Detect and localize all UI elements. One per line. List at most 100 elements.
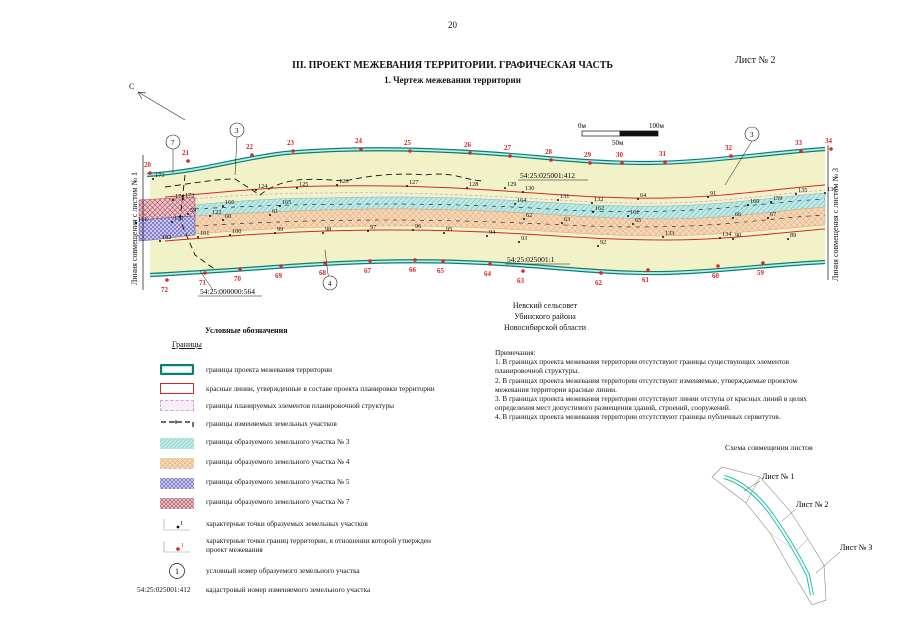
parcel-point-173[interactable]: 173 [152, 172, 164, 180]
boundary-point-label: 28 [545, 148, 553, 156]
boundary-point-label: 68 [319, 269, 327, 277]
boundary-point-label: 66 [409, 266, 417, 274]
parcel-point-165[interactable]: 165 [279, 199, 291, 207]
parcel-point-label: 174 [175, 193, 185, 200]
boundary-point-69[interactable]: 69 [275, 264, 283, 280]
boundary-point-68[interactable]: 68 [319, 261, 327, 277]
parcel-point-96[interactable]: 96 [412, 223, 421, 231]
parcel-point-126[interactable]: 126 [336, 178, 348, 186]
parcel-point-97[interactable]: 97 [367, 224, 376, 232]
parcel-point-101[interactable]: 101 [197, 230, 209, 238]
parcel-point-60[interactable]: 60 [222, 213, 231, 221]
parcel-point-174[interactable]: 174 [172, 193, 185, 201]
parcel-point-128[interactable]: 128 [466, 181, 478, 189]
boundary-point-22[interactable]: 22 [246, 143, 254, 157]
boundary-point-label: 34 [825, 137, 833, 145]
parcel-point-173[interactable]: 173 [182, 192, 194, 200]
parcel-point-label: 93 [521, 235, 527, 242]
parcel-point-131[interactable]: 131 [557, 193, 569, 201]
boundary-point-24[interactable]: 24 [355, 137, 363, 151]
boundary-point-70[interactable]: 70 [234, 267, 242, 283]
boundary-point-63[interactable]: 63 [517, 269, 525, 285]
legend-text: характерные точки границ территории, в о… [206, 536, 431, 554]
parcel-point-93[interactable]: 93 [518, 235, 527, 243]
parcel-point-162[interactable]: 162 [592, 205, 604, 213]
legend-text: характерные точки образуемых земельных у… [206, 518, 368, 528]
parcel-point-130[interactable]: 130 [522, 185, 534, 193]
parcel-point-89[interactable]: 89 [787, 232, 796, 240]
boundary-point-25[interactable]: 25 [404, 139, 412, 153]
boundary-point-26[interactable]: 26 [464, 141, 472, 155]
parcel-point-164[interactable]: 164 [514, 197, 527, 205]
parcel-point-160[interactable]: 160 [747, 198, 759, 206]
parcel-point-65[interactable]: 65 [632, 217, 641, 225]
boundary-point-59[interactable]: 59 [757, 261, 765, 277]
parcel-point-66[interactable]: 66 [732, 211, 741, 219]
legend-point-number: 1 [180, 521, 183, 527]
boundary-point-67[interactable]: 67 [364, 259, 372, 275]
parcel-point-label: 160 [750, 198, 759, 205]
changed-parcel-boundary-south [194, 214, 826, 228]
project-boundary-south-inner [149, 260, 826, 276]
boundary-point-72[interactable]: 72 [161, 278, 169, 294]
parcel-number-3[interactable]: 3 [724, 126, 760, 186]
boundary-point-33[interactable]: 33 [795, 139, 803, 153]
boundary-point-34[interactable]: 34 [825, 137, 833, 151]
boundary-point-64[interactable]: 64 [484, 262, 492, 278]
parcel-point-label: 128 [469, 181, 478, 188]
parcel-point-135[interactable]: 135 [795, 187, 807, 195]
parcel-point-99[interactable]: 99 [274, 226, 283, 234]
boundary-point-61[interactable]: 61 [642, 268, 650, 284]
parcel-point-136[interactable]: 136 [824, 186, 836, 194]
parcel-point-94[interactable]: 94 [486, 229, 496, 237]
parcel-number-4[interactable]: 4 [322, 249, 338, 291]
boundary-point-21[interactable]: 21 [182, 149, 190, 163]
boundary-point-71[interactable]: 71 [199, 271, 207, 287]
parcel-point-98[interactable]: 98 [322, 226, 331, 234]
boundary-point-30[interactable]: 30 [616, 151, 624, 165]
boundary-point-65[interactable]: 65 [437, 259, 445, 275]
parcel-point-127[interactable]: 127 [406, 179, 418, 187]
parcel-point-92[interactable]: 92 [597, 239, 606, 247]
parcel-point-102[interactable]: 102 [159, 234, 171, 242]
parcel-point-132[interactable]: 132 [591, 196, 603, 204]
boundary-point-label: 23 [287, 139, 295, 147]
boundary-point-27[interactable]: 27 [504, 144, 512, 158]
parcel-point-59[interactable]: 59 [187, 207, 196, 215]
parcel-point-67[interactable]: 67 [767, 211, 776, 219]
parcel-point-133[interactable]: 133 [662, 230, 674, 238]
parcel-point-134[interactable]: 134 [719, 231, 732, 239]
boundary-point-28[interactable]: 28 [545, 148, 553, 162]
parcel-point-90[interactable]: 90 [732, 232, 741, 240]
parcel-point-122[interactable]: 122 [209, 209, 221, 217]
parcel-point-166[interactable]: 166 [222, 199, 234, 207]
parcel-point-label: 98 [325, 226, 331, 233]
boundary-point-20[interactable]: 20 [144, 161, 152, 175]
parcel-point-159[interactable]: 159 [770, 195, 782, 203]
parcel-point-175[interactable]: 175 [171, 215, 183, 223]
boundary-point-66[interactable]: 66 [409, 258, 417, 274]
survey-map[interactable]: Линия совмещения с листом № 1 Линия совм… [125, 75, 840, 310]
parcel-point-124[interactable]: 124 [255, 183, 268, 191]
parcel-point-125[interactable]: 125 [296, 181, 308, 189]
parcel-point-100[interactable]: 100 [229, 228, 241, 236]
boundary-point-32[interactable]: 32 [725, 144, 733, 158]
parcel-point-61[interactable]: 61 [269, 208, 278, 216]
parcel-point-129[interactable]: 129 [504, 181, 516, 189]
parcel-point-63[interactable]: 63 [561, 216, 570, 224]
parcel-point-95[interactable]: 95 [443, 226, 452, 234]
boundary-point-23[interactable]: 23 [287, 139, 295, 153]
boundary-point-60[interactable]: 60 [712, 264, 720, 280]
parcel-point-62[interactable]: 62 [523, 212, 532, 220]
parcel-point-111[interactable]: 111 [135, 216, 147, 224]
boundary-point-29[interactable]: 29 [584, 151, 592, 165]
boundary-point-31[interactable]: 31 [659, 150, 667, 164]
parcel-point-91[interactable]: 91 [707, 190, 716, 198]
parcel-point-161[interactable]: 161 [627, 209, 639, 217]
legend-item-red-lines: красные линии, утвержденные в составе пр… [160, 379, 446, 397]
boundary-point-62[interactable]: 62 [595, 271, 603, 287]
parcel-point-64[interactable]: 64 [637, 192, 647, 200]
parcel-point-label: 130 [525, 185, 534, 192]
parcel-number-3[interactable]: 3 [229, 122, 245, 176]
parcel-number-7[interactable]: 7 [165, 134, 181, 173]
